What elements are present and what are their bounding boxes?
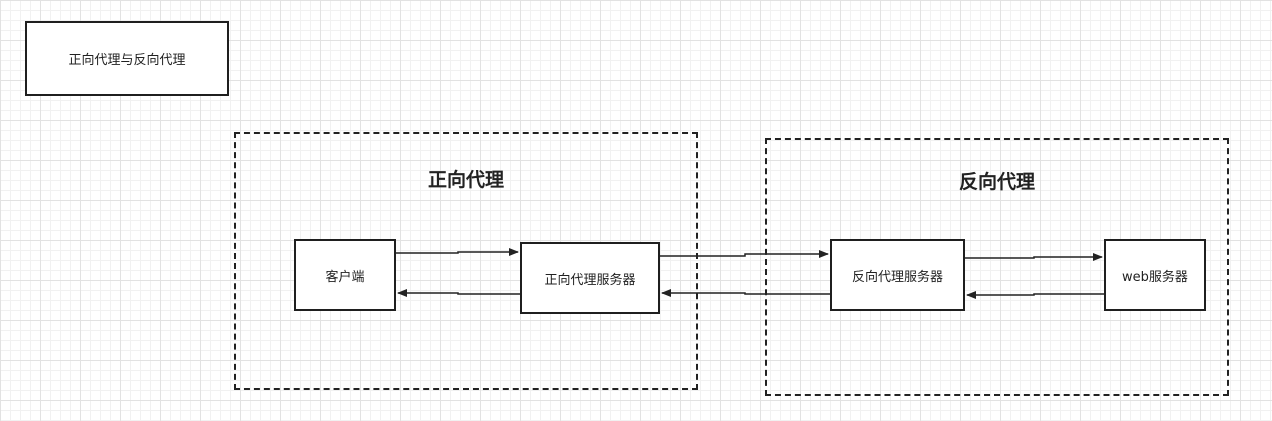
reverse-proxy-group-title: 反向代理 <box>958 171 1035 193</box>
title-box: 正向代理与反向代理 <box>25 21 229 96</box>
web-server-label: web服务器 <box>1122 269 1188 285</box>
forward-proxy-server-node: 正向代理服务器 <box>520 242 660 314</box>
forward-proxy-group-title: 正向代理 <box>427 169 504 191</box>
client-node: 客户端 <box>294 239 396 311</box>
client-node-label: 客户端 <box>325 269 365 285</box>
title-box-label: 正向代理与反向代理 <box>68 53 186 68</box>
forward-proxy-group: 正向代理 <box>234 132 698 390</box>
forward-proxy-server-label: 正向代理服务器 <box>544 272 636 288</box>
web-server-node: web服务器 <box>1104 239 1206 311</box>
reverse-proxy-group: 反向代理 <box>765 138 1229 396</box>
reverse-proxy-server-label: 反向代理服务器 <box>851 269 943 285</box>
reverse-proxy-server-node: 反向代理服务器 <box>830 239 965 311</box>
